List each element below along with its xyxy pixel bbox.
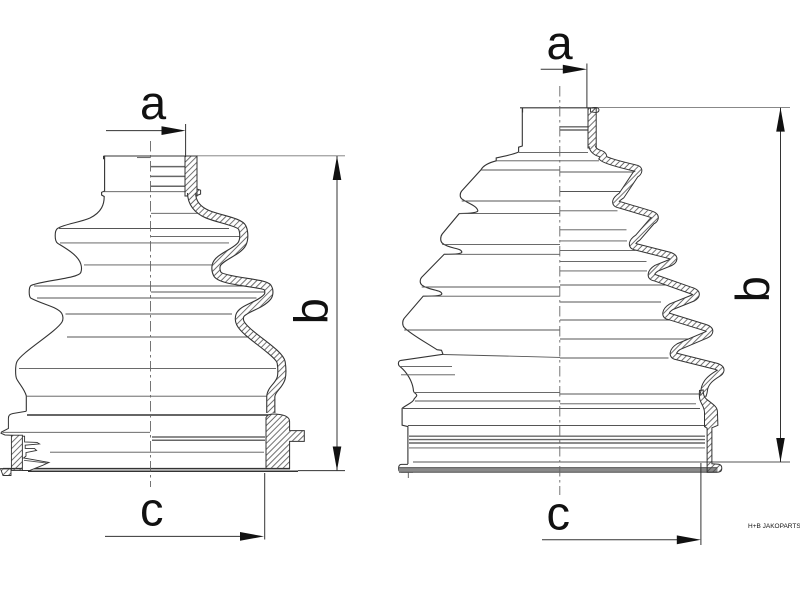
svg-text:b: b [726, 276, 779, 302]
svg-text:a: a [140, 76, 167, 129]
svg-text:a: a [547, 16, 574, 69]
svg-text:b: b [285, 298, 338, 324]
svg-text:c: c [547, 487, 571, 540]
svg-text:c: c [140, 483, 164, 536]
svg-text:H+B JAKOPARTS: H+B JAKOPARTS [748, 523, 800, 530]
